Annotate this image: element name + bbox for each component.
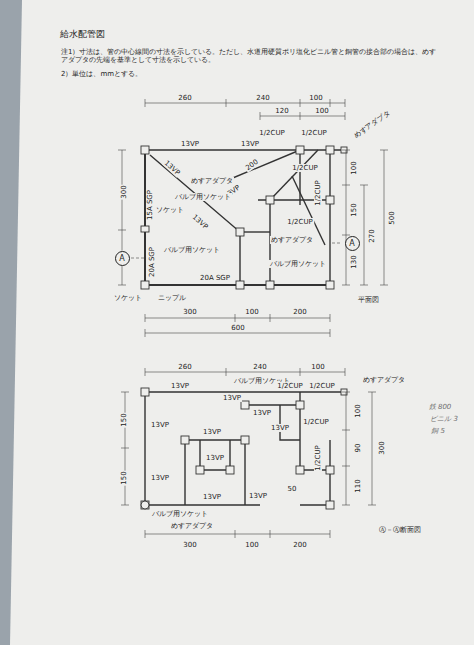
drawing-label: 13VP xyxy=(240,140,260,148)
plan-fittings xyxy=(141,146,347,289)
drawing-label: 100 xyxy=(350,160,358,175)
paper xyxy=(10,0,474,645)
drawing-label: 1/2CUP xyxy=(291,164,319,172)
drawing-label: 500 xyxy=(388,210,396,225)
drawing-label: 13VP xyxy=(150,474,170,482)
drawing-label: 13VP xyxy=(222,394,242,402)
marker-letter: A xyxy=(349,239,354,248)
drawing-label: ビニル 3 xyxy=(429,415,459,423)
drawing-label: 13VP xyxy=(202,493,222,501)
drawing-label: 100 xyxy=(354,403,362,418)
drawing-label: めすアダプタ xyxy=(362,376,406,384)
drawing-label: 1/2CUP xyxy=(258,129,286,137)
drawing-label: 13VP xyxy=(248,492,268,500)
drawing-label: 100 xyxy=(244,541,259,549)
drawing-label: 100 xyxy=(314,107,329,115)
drawing-label: 150 xyxy=(120,412,128,427)
drawing-label: 1/2CUP xyxy=(276,382,304,390)
drawing-label: 100 xyxy=(308,94,323,102)
drawing-label: 270 xyxy=(368,228,376,243)
section-marker: A xyxy=(345,236,360,251)
drawing-label: 240 xyxy=(255,94,270,102)
section-marker: A xyxy=(115,251,130,266)
drawing-label: 300 xyxy=(182,541,197,549)
drawing-label: 240 xyxy=(252,363,267,371)
drawing-label: 200 xyxy=(292,541,307,549)
drawing-label: 13VP xyxy=(202,428,222,436)
drawing-label: 200 xyxy=(292,308,307,316)
drawing-label: 130 xyxy=(350,254,358,269)
drawing-label: ソケット xyxy=(155,206,185,214)
drawing-label: バルブ用ソケット xyxy=(174,193,232,201)
drawing-label: ソケット xyxy=(113,294,143,302)
plan-pipes xyxy=(145,150,345,285)
drawing-label: めすアダプタ xyxy=(190,177,234,185)
drawing-label: 13VP xyxy=(270,424,290,432)
drawing-label: 13VP xyxy=(180,140,200,148)
drawing-label: 1/2CUP xyxy=(286,218,314,226)
drawing-label: 13VP xyxy=(170,382,190,390)
drawing-label: Ⓐ－Ⓐ断面図 xyxy=(378,526,422,534)
drawing-label: 銅 5 xyxy=(430,427,446,435)
section-fittings xyxy=(141,388,347,509)
drawing-label: 鉄 800 xyxy=(428,403,453,411)
drawing-label: 300 xyxy=(182,308,197,316)
drawing-label: 平面図 xyxy=(357,296,380,304)
drawing-label: 1/2CUP xyxy=(302,418,330,426)
drawing-title: 給水配管図 xyxy=(60,28,105,41)
drawing-label: 90 xyxy=(354,443,362,454)
drawing-label: 13VP xyxy=(150,421,170,429)
drawing-label: めすアダプタ xyxy=(170,522,214,530)
drawing-label: 260 xyxy=(177,363,192,371)
drawing-label: 100 xyxy=(310,363,325,371)
drawing-label: 300 xyxy=(120,184,128,199)
drawing-label: 1/2CUP xyxy=(314,179,322,207)
drawing-label: バルブ用ソケット xyxy=(269,260,327,268)
drawing-label: 13VP xyxy=(205,454,225,462)
drawing-label: 1/2CUP xyxy=(300,129,328,137)
drawing-label: 20A SGP xyxy=(148,246,156,278)
note-text: 2）単位は、mmとする。 xyxy=(60,70,262,78)
drawing-label: 13VP xyxy=(252,409,272,417)
drawing-label: バルブ用ソケット xyxy=(163,246,221,254)
plan-dimensions xyxy=(118,99,388,337)
drawing-label: 120 xyxy=(274,107,289,115)
drawing-label: 150 xyxy=(350,202,358,217)
section-pipes xyxy=(145,392,345,505)
drawing-label: 1/2CUP xyxy=(308,382,336,390)
drawing-label: 600 xyxy=(230,324,245,332)
marker-letter: A xyxy=(119,254,124,263)
drawing-label: 150 xyxy=(120,470,128,485)
drawing-label: 1/2CUP xyxy=(314,444,322,472)
drawing-label: 15A SGP xyxy=(146,189,154,221)
drawing-label: 300 xyxy=(378,440,386,455)
drawing-label: 260 xyxy=(177,94,192,102)
note-text: 注1）寸法は、管の中心線間の寸法を示している。ただし、水道用硬質ポリ塩化ビニル管… xyxy=(60,48,442,64)
drawing-label: めすアダプタ xyxy=(270,236,314,244)
drawing-label: 50 xyxy=(287,485,298,493)
drawing-label: バルブ用ソケット xyxy=(151,510,209,518)
drawing-label: ニップル xyxy=(157,294,187,302)
drawing-label: 20A SGP xyxy=(199,274,231,282)
section-dimensions xyxy=(121,368,376,538)
drawing-label: 110 xyxy=(354,478,362,493)
drawing-label: 100 xyxy=(244,308,259,316)
